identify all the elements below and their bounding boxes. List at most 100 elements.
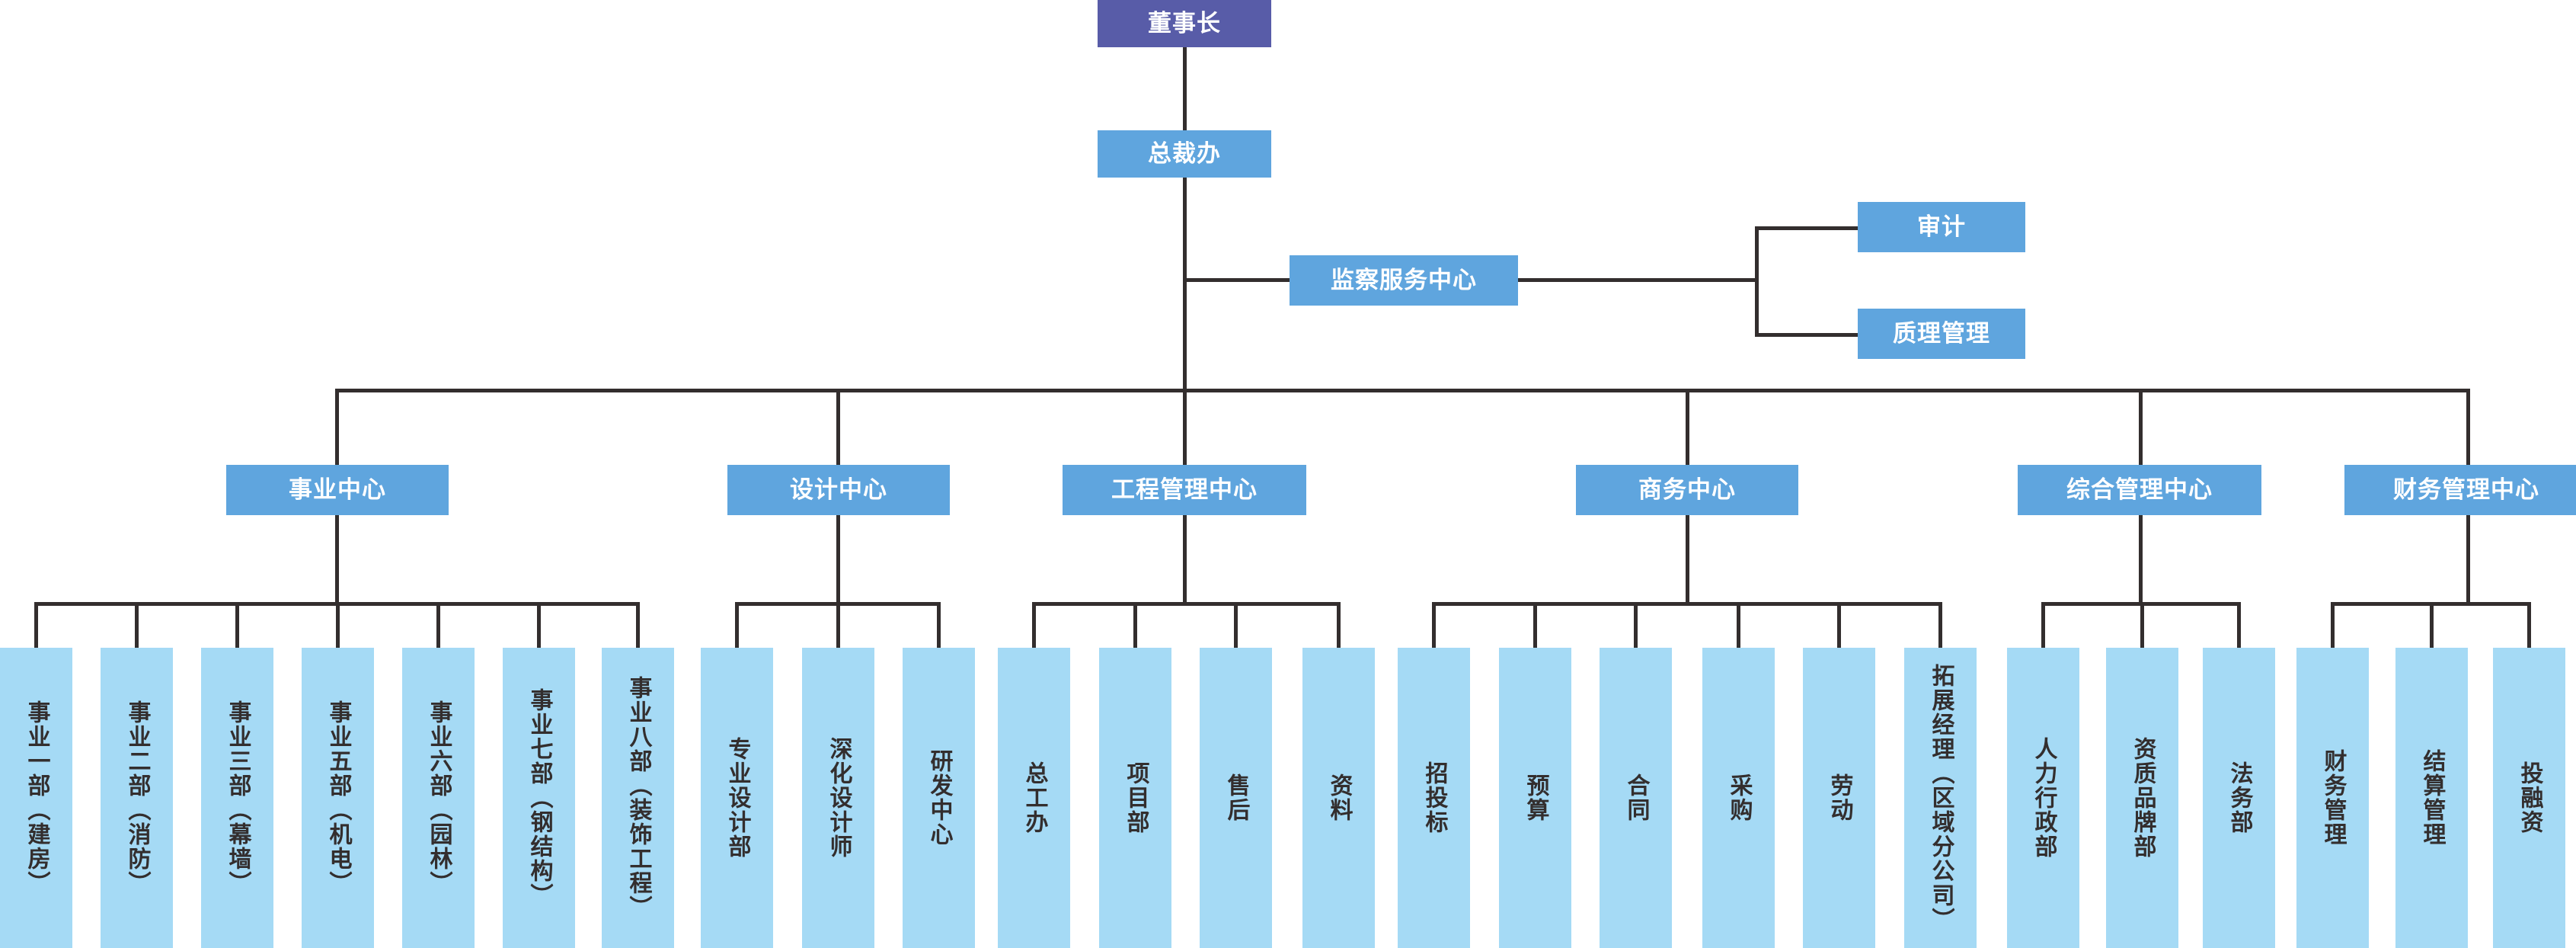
connector-drop-gen-brand — [2140, 602, 2144, 648]
connector-drop-fin-manage — [2331, 602, 2335, 648]
connector-drop-design-pro — [735, 602, 739, 648]
node-general-center[interactable]: 综合管理中心 — [2018, 465, 2261, 515]
node-biz-6[interactable]: 事业六部（园林） — [402, 648, 475, 948]
node-audit[interactable]: 审计 — [1858, 202, 2025, 252]
connector-drop-com-labor — [1837, 602, 1841, 648]
node-design-deep-label: 深化设计师 — [826, 737, 852, 859]
node-com-expansion[interactable]: 拓展经理（区域分公司） — [1904, 648, 1977, 948]
connector-drop-com-purchase — [1737, 602, 1740, 648]
node-biz-8[interactable]: 事业八部（装饰工程） — [602, 648, 674, 948]
connector-trunk-to-supervision — [1183, 278, 1290, 282]
node-biz-2[interactable]: 事业二部（消防） — [101, 648, 173, 948]
node-eng-project[interactable]: 项目部 — [1099, 648, 1171, 948]
connector-engineering-children-bus — [1032, 602, 1341, 606]
node-fin-settle-label: 结算管理 — [2419, 749, 2445, 847]
connector-drop-design-rd — [937, 602, 941, 648]
connector-drop-com-budget — [1533, 602, 1537, 648]
node-com-budget-label: 预算 — [1523, 773, 1548, 822]
node-chairman-label: 董事长 — [1148, 10, 1221, 37]
node-gen-brand[interactable]: 资质品牌部 — [2106, 648, 2178, 948]
connector-chairman-to-president — [1183, 47, 1187, 130]
node-fin-invest[interactable]: 投融资 — [2493, 648, 2565, 948]
node-fin-manage-label: 财务管理 — [2320, 749, 2346, 847]
node-com-bid-label: 招投标 — [1421, 761, 1447, 834]
connector-bus-to-audit — [1755, 226, 1858, 230]
node-biz-5-label: 事业五部（机电） — [325, 700, 351, 895]
node-biz-7[interactable]: 事业七部（钢结构） — [503, 648, 575, 948]
node-biz-3[interactable]: 事业三部（幕墙） — [201, 648, 273, 948]
connector-commerce-center-drop — [1686, 515, 1689, 602]
node-design-rd[interactable]: 研发中心 — [903, 648, 975, 948]
node-quality-management[interactable]: 质理管理 — [1858, 309, 2025, 359]
node-biz-5[interactable]: 事业五部（机电） — [302, 648, 374, 948]
connector-drop-gen-hr — [2041, 602, 2045, 648]
node-fin-invest-label: 投融资 — [2517, 761, 2542, 834]
node-fin-manage[interactable]: 财务管理 — [2296, 648, 2369, 948]
node-gen-hr[interactable]: 人力行政部 — [2007, 648, 2079, 948]
connector-commerce-children-bus — [1432, 602, 1942, 606]
node-biz-1[interactable]: 事业一部（建房） — [0, 648, 72, 948]
connector-bus-to-quality — [1755, 333, 1858, 337]
node-com-contract[interactable]: 合同 — [1600, 648, 1672, 948]
node-president-office-label: 总裁办 — [1148, 140, 1221, 168]
node-president-office[interactable]: 总裁办 — [1098, 130, 1271, 178]
node-com-budget[interactable]: 预算 — [1499, 648, 1571, 948]
node-biz-2-label: 事业二部（消防） — [124, 700, 150, 895]
node-eng-chief[interactable]: 总工办 — [998, 648, 1070, 948]
node-finance-center[interactable]: 财务管理中心 — [2344, 465, 2576, 515]
node-fin-settle[interactable]: 结算管理 — [2395, 648, 2468, 948]
node-eng-after[interactable]: 售后 — [1200, 648, 1272, 948]
node-business-center[interactable]: 事业中心 — [226, 465, 449, 515]
node-design-rd-label: 研发中心 — [926, 749, 952, 847]
connector-centers-bus — [335, 389, 2470, 392]
node-engineering-center-label: 工程管理中心 — [1111, 476, 1258, 504]
node-com-labor[interactable]: 劳动 — [1803, 648, 1875, 948]
node-design-center-label: 设计中心 — [790, 476, 887, 504]
connector-drop-biz-8 — [636, 602, 640, 648]
connector-general-center-drop — [2139, 515, 2143, 602]
node-gen-legal[interactable]: 法务部 — [2203, 648, 2275, 948]
node-biz-3-label: 事业三部（幕墙） — [225, 700, 251, 895]
node-quality-management-label: 质理管理 — [1893, 320, 1990, 347]
node-com-purchase[interactable]: 采购 — [1702, 648, 1775, 948]
node-commerce-center[interactable]: 商务中心 — [1576, 465, 1798, 515]
node-gen-brand-label: 资质品牌部 — [2130, 737, 2156, 859]
connector-drop-biz-3 — [235, 602, 239, 648]
node-com-expansion-label: 拓展经理（区域分公司） — [1928, 664, 1954, 932]
node-design-center[interactable]: 设计中心 — [727, 465, 950, 515]
node-biz-8-label: 事业八部（装饰工程） — [625, 676, 651, 920]
node-eng-docs[interactable]: 资料 — [1302, 648, 1375, 948]
node-design-pro[interactable]: 专业设计部 — [701, 648, 773, 948]
node-engineering-center[interactable]: 工程管理中心 — [1063, 465, 1306, 515]
node-supervision-center-label: 监察服务中心 — [1331, 267, 1477, 294]
connector-bus-to-general-center — [2139, 389, 2143, 465]
connector-drop-com-contract — [1634, 602, 1638, 648]
node-eng-chief-label: 总工办 — [1021, 761, 1047, 834]
connector-drop-com-expansion — [1938, 602, 1942, 648]
node-design-pro-label: 专业设计部 — [724, 737, 750, 859]
node-design-deep[interactable]: 深化设计师 — [802, 648, 874, 948]
node-eng-project-label: 项目部 — [1123, 761, 1149, 834]
node-eng-after-label: 售后 — [1223, 773, 1249, 822]
connector-drop-eng-chief — [1032, 602, 1036, 648]
node-general-center-label: 综合管理中心 — [2066, 476, 2213, 504]
connector-bus-to-business-center — [335, 389, 339, 465]
node-com-purchase-label: 采购 — [1726, 773, 1752, 822]
node-biz-1-label: 事业一部（建房） — [24, 700, 50, 895]
node-chairman[interactable]: 董事长 — [1098, 0, 1271, 47]
node-supervision-center[interactable]: 监察服务中心 — [1290, 255, 1518, 306]
connector-drop-biz-6 — [436, 602, 440, 648]
connector-drop-design-deep — [836, 602, 840, 648]
node-com-bid[interactable]: 招投标 — [1398, 648, 1470, 948]
node-com-contract-label: 合同 — [1623, 773, 1649, 822]
node-business-center-label: 事业中心 — [289, 476, 386, 504]
connector-drop-eng-docs — [1337, 602, 1341, 648]
node-biz-7-label: 事业七部（钢结构） — [526, 688, 552, 908]
connector-design-center-drop — [836, 515, 840, 602]
connector-drop-biz-5 — [336, 602, 340, 648]
connector-drop-fin-invest — [2527, 602, 2531, 648]
connector-drop-gen-legal — [2237, 602, 2241, 648]
node-com-labor-label: 劳动 — [1827, 773, 1852, 822]
connector-drop-fin-settle — [2430, 602, 2434, 648]
